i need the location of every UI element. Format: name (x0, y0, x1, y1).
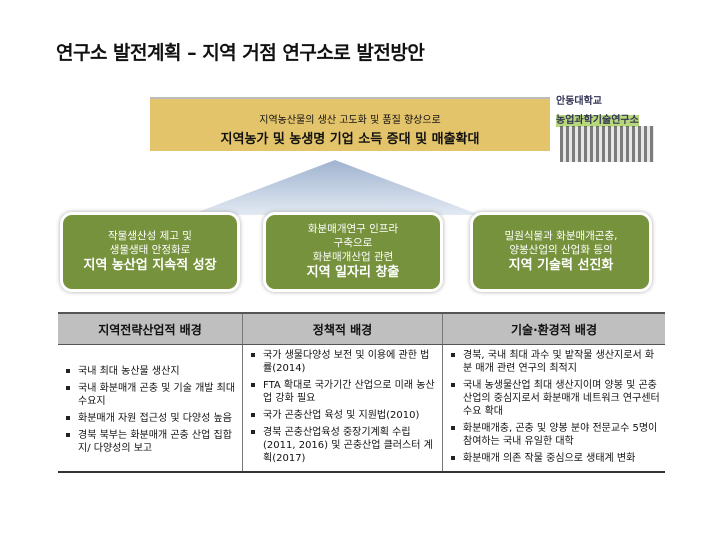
card-headline: 지역 일자리 창출 (306, 265, 400, 280)
list-item: 화분매개 의존 작물 중심으로 생태계 변화 (449, 452, 661, 465)
goal-subtitle: 지역농산물의 생산 고도화 및 품질 향상으로 (259, 115, 441, 126)
list-item: 국내 화분매개 곤충 및 기술 개발 최대 수요지 (64, 382, 238, 408)
card-text: 구축으로 (333, 237, 373, 249)
up-arrow-icon (190, 160, 480, 220)
outcome-card-jobs: 화분매개연구 인프라 구축으로 화분매개산업 관련 지역 일자리 창출 (263, 212, 443, 292)
list-item: 국가 곤충산업 육성 및 지원법(2010) (249, 409, 438, 422)
header-policy: 정책적 배경 (242, 312, 443, 345)
list-item: 국내 농생물산업 최대 생산지이며 양봉 및 곤충산업의 중심지로서 화분매개 … (449, 379, 661, 418)
page-title: 연구소 발전계획 – 지역 거점 연구소로 발전방안 (56, 42, 425, 64)
list-item: 화분매개충, 곤충 및 양봉 분야 전문교수 5명이 참여하는 국내 유일한 대… (449, 422, 661, 448)
card-text: 밀원식물과 화분매개곤충, (504, 230, 618, 242)
card-headline: 지역 농산업 지속적 성장 (83, 258, 217, 273)
background-table: 지역전략산업적 배경 정책적 배경 기술·환경적 배경 국내 최대 농산물 생산… (58, 312, 665, 473)
tech-cell: 경북, 국내 최대 과수 및 밭작물 생산지로서 화분 매개 관련 연구의 최적… (442, 344, 665, 473)
goal-banner: 지역농산물의 생산 고도화 및 품질 향상으로 지역농가 및 농생명 기업 소득… (150, 97, 550, 151)
header-tech: 기술·환경적 배경 (442, 312, 665, 345)
list-item: 경북 북부는 화분매개 곤충 산업 집합지/ 다양성의 보고 (64, 429, 238, 455)
list-item: FTA 확대로 국가기간 산업으로 미래 농산업 강화 필요 (249, 379, 438, 405)
institute-logo: 안동대학교 농업과학기술연구소 (556, 96, 658, 166)
card-text: 작물생산성 제고 및 (108, 230, 192, 242)
goal-main: 지역농가 및 농생명 기업 소득 증대 및 매출확대 (220, 132, 480, 147)
card-text: 양봉산업의 산업화 등의 (509, 244, 613, 256)
list-item: 국가 생물다양성 보전 및 이용에 관한 법률(2014) (249, 349, 438, 375)
header-regional: 지역전략산업적 배경 (58, 312, 243, 345)
logo-line2: 농업과학기술연구소 (556, 115, 639, 127)
policy-cell: 국가 생물다양성 보전 및 이용에 관한 법률(2014) FTA 확대로 국가기… (242, 344, 443, 473)
card-text: 화분매개산업 관련 (312, 251, 394, 263)
card-text: 생물생태 안정화로 (109, 244, 191, 256)
card-text: 화분매개연구 인프라 (307, 223, 399, 235)
outcome-card-tech: 밀원식물과 화분매개곤충, 양봉산업의 산업화 등의 지역 기술력 선진화 (470, 212, 652, 292)
list-item: 경북 곤충산업육성 중장기계획 수립(2011, 2016) 및 곤충산업 클러… (249, 426, 438, 465)
card-headline: 지역 기술력 선진화 (508, 258, 614, 273)
logo-line1: 안동대학교 (556, 96, 602, 107)
list-item: 경북, 국내 최대 과수 및 밭작물 생산지로서 화분 매개 관련 연구의 최적… (449, 349, 661, 375)
list-item: 화분매개 자원 접근성 및 다양성 높음 (64, 412, 238, 425)
list-item: 국내 최대 농산물 생산지 (64, 365, 238, 378)
building-icon (560, 126, 654, 162)
outcome-card-growth: 작물생산성 제고 및 생물생태 안정화로 지역 농산업 지속적 성장 (60, 212, 240, 292)
